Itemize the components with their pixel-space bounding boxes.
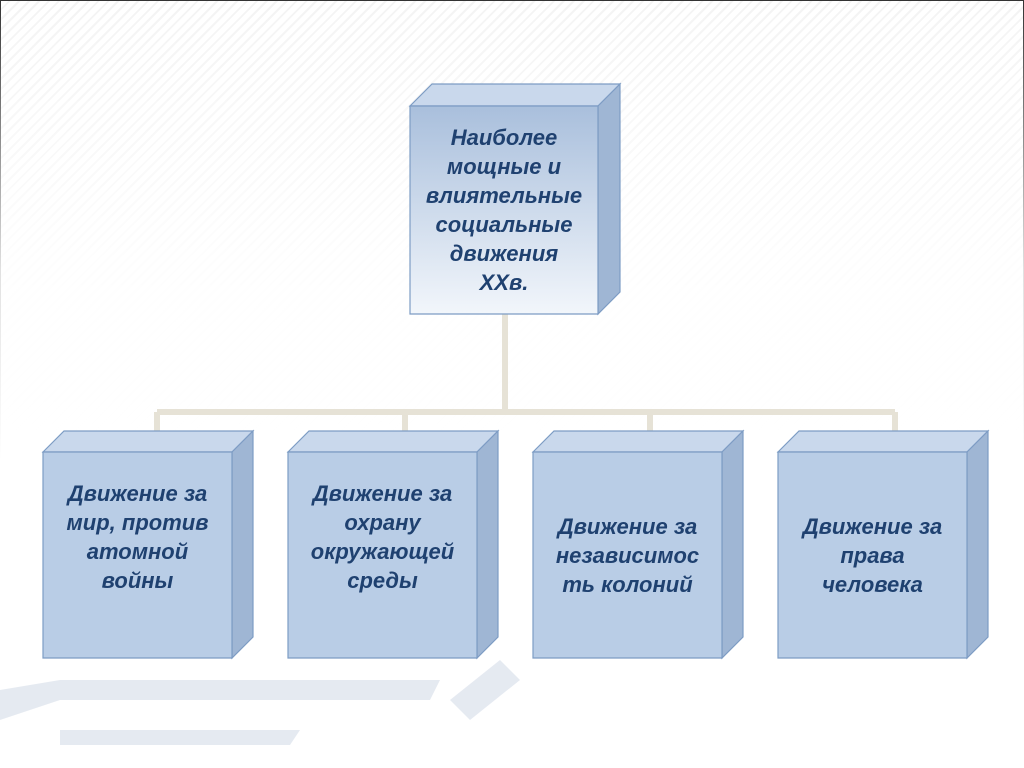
connector-lines [154,314,898,432]
root-line: движения [449,241,559,266]
child-line: мир, против [66,510,209,535]
child-line: Движение за [312,481,453,506]
child-box-label-1: Движение за мир, против атомной войны [43,452,232,622]
child-line: охрану [344,510,421,535]
child-line: Движение за [557,513,698,539]
root-line: социальные [435,212,573,237]
cube-top-face [286,430,500,453]
child-line: человека [822,571,923,597]
child-box-label-2: Движение за охрану окружающей среды [288,452,477,622]
cube-front-face [287,451,478,659]
cube-side-face [231,429,254,660]
root-line: Наиболее [450,125,558,150]
child-line: ть колоний [562,571,693,597]
cube-front-face [409,105,599,315]
root-box [408,82,622,316]
child-line: Движение за [67,481,208,506]
root-box-label: Наиболее мощные и влиятельные социальные… [410,106,598,314]
child-line: независимос [555,542,700,568]
cube-front-face [777,451,968,659]
root-line: мощные и [446,154,562,179]
cube-side-face [597,82,621,316]
child-line: среды [347,568,418,593]
cube-front-face [42,451,233,659]
child-box-label-3: Движение за независимос ть колоний [533,452,722,658]
cube-top-face [776,430,990,453]
cube-side-face [966,429,989,660]
cube-top-face [408,83,622,107]
child-box-label-4: Движение за права человека [778,452,967,658]
cube-side-face [721,429,744,660]
child-box-1 [41,429,255,660]
child-line: атомной [86,539,189,564]
cube-front-face [532,451,723,659]
child-box-3 [531,429,745,660]
child-box-4 [776,429,990,660]
child-line: окружающей [310,539,455,564]
cube-side-face [476,429,499,660]
root-line: влиятельные [425,183,583,208]
decorative-arrows [0,660,520,745]
root-line: XXв. [479,270,529,295]
child-box-2 [286,429,500,660]
child-line: права [840,542,905,568]
child-line: Движение за [802,513,943,539]
cube-top-face [531,430,745,453]
cube-top-face [41,430,255,453]
child-line: войны [101,568,174,593]
